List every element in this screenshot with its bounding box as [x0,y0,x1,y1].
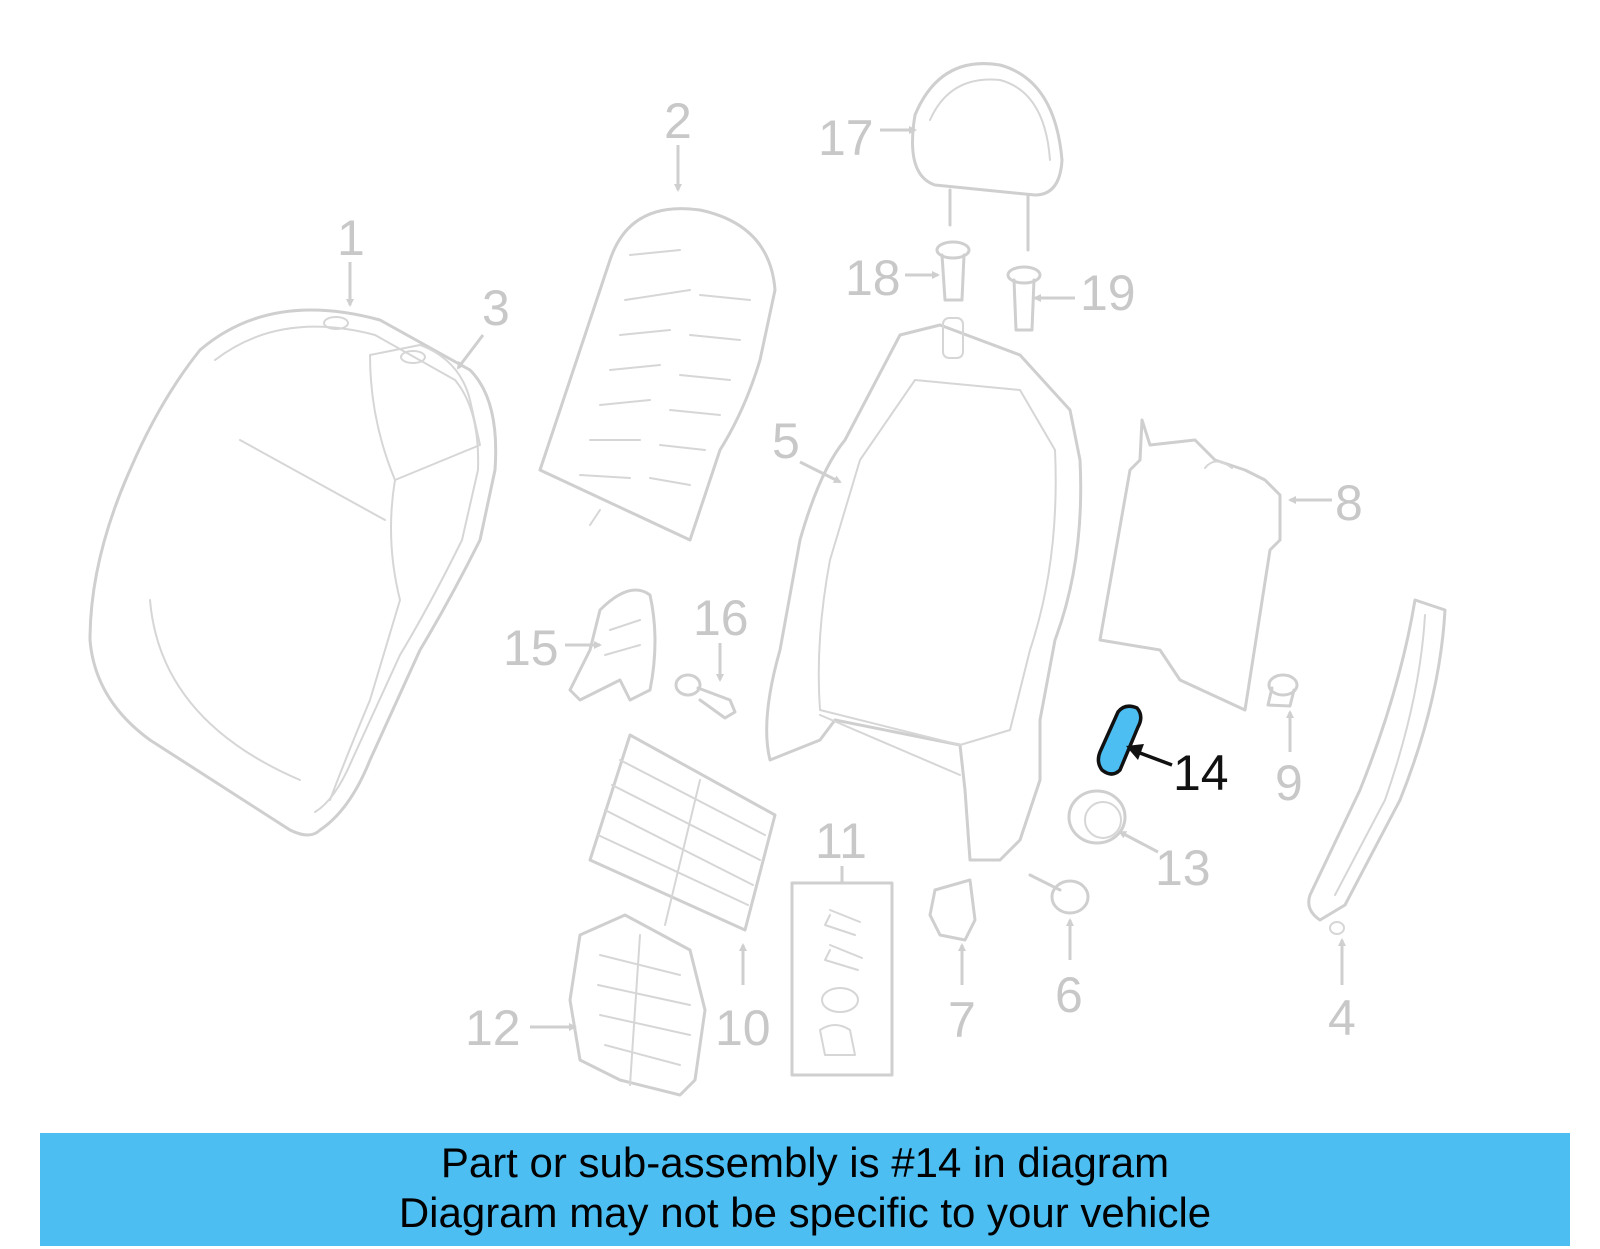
label-11: 11 [815,813,867,869]
label-3: 3 [482,280,510,336]
label-12: 12 [465,1000,521,1056]
part-6-bolt [1028,873,1090,915]
part-11-hardware-kit [790,881,894,1077]
part-8-back-panel [1098,418,1282,712]
part-5-seat-back-frame [765,317,1083,862]
part-2-seat-back-pad [538,207,777,542]
label-13: 13 [1155,840,1211,896]
part-18-headrest-guide [935,240,971,302]
label-9: 9 [1275,755,1303,811]
label-19: 19 [1080,265,1136,321]
info-banner: Part or sub-assembly is #14 in diagram D… [40,1133,1570,1246]
label-2: 2 [664,93,692,149]
callout-numbers: 1 2 3 4 5 6 7 8 9 10 11 12 13 14 15 16 1… [337,93,1363,1056]
label-10: 10 [715,1000,771,1056]
part-9-clip [1266,673,1299,708]
banner-line-part: Part or sub-assembly is #14 in diagram [440,1139,1170,1186]
label-15: 15 [503,620,559,676]
part-1-seat-back-cover [88,308,498,837]
part-17-headrest [911,62,1064,252]
callout-arrows [346,126,1346,1031]
label-5: 5 [772,413,800,469]
part-15-bracket [568,588,657,702]
label-7: 7 [948,992,976,1048]
part-12-lumbar-mechanism [568,913,707,1097]
label-8: 8 [1335,475,1363,531]
banner-line-disclaimer: Diagram may not be specific to your vehi… [398,1189,1212,1236]
label-17: 17 [818,110,874,166]
label-14: 14 [1173,745,1229,801]
part-16-bolt [674,673,737,720]
part-4-side-trim [1307,598,1447,935]
label-18: 18 [845,250,901,306]
part-10-lumbar-support [588,733,777,932]
part-19-headrest-guide [1006,265,1042,332]
part-14-highlighted-handle[interactable] [1096,704,1173,776]
label-6: 6 [1055,967,1083,1023]
part-13-knob [1067,789,1127,845]
label-16: 16 [693,590,749,646]
label-1: 1 [337,210,365,266]
part-7-clip [928,878,977,942]
label-4: 4 [1328,990,1356,1046]
